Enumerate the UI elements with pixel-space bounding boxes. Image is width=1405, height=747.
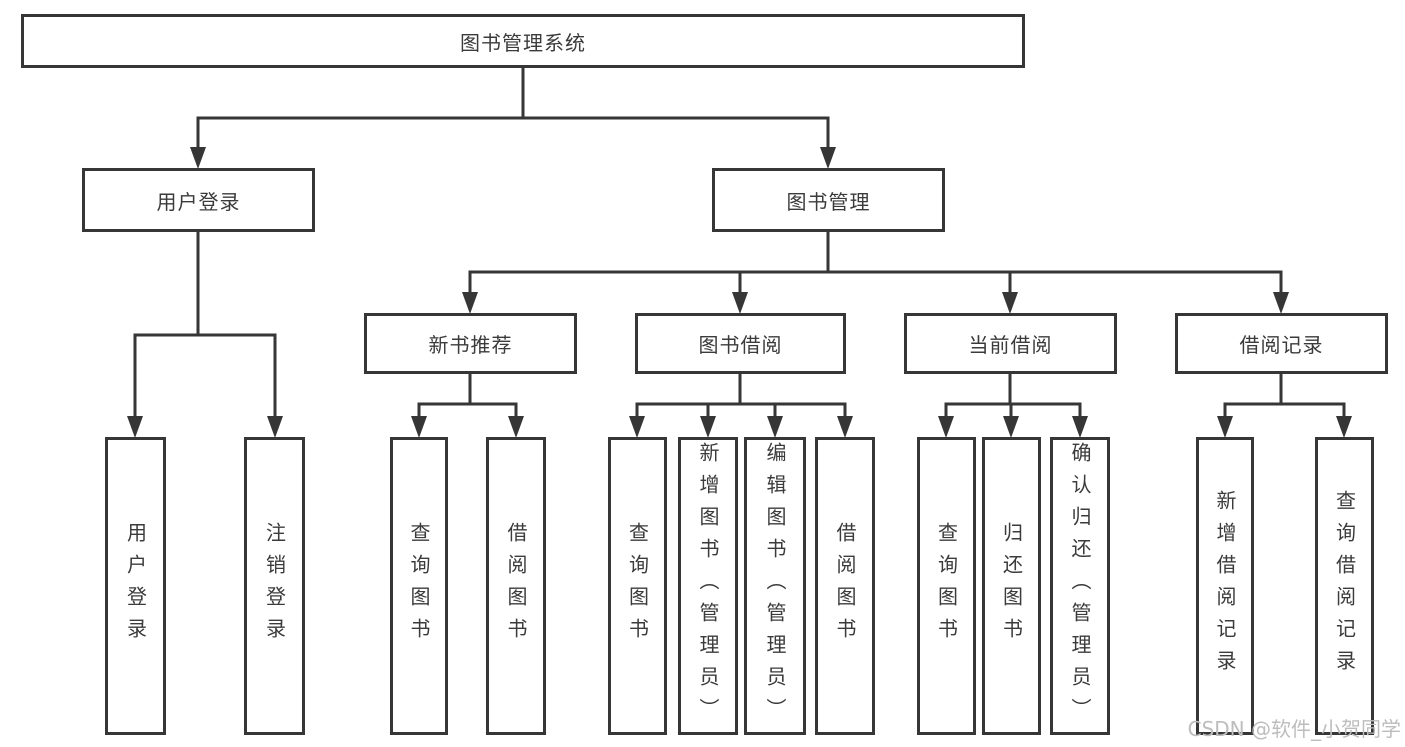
csdn-watermark: CSDN @软件_小贺同学 [1187, 717, 1401, 741]
leaf-current-query-books: 查询图书 [917, 437, 976, 735]
leaf-add-books-admin: 新增图书（管理员） [678, 437, 738, 735]
leaf-label: 新增借阅记录 [1213, 490, 1237, 682]
leaf-label: 确认归还（管理员） [1068, 442, 1092, 730]
node-current-borrowing: 当前借阅 [904, 313, 1117, 374]
leaf-borrowing-query-books: 查询图书 [608, 437, 667, 735]
leaf-edit-books-admin: 编辑图书（管理员） [744, 437, 806, 735]
leaf-label: 归还图书 [999, 522, 1024, 650]
leaf-add-borrow-record: 新增借阅记录 [1196, 437, 1254, 735]
node-label: 当前借阅 [968, 333, 1053, 357]
leaf-return-books: 归还图书 [982, 437, 1041, 735]
leaf-label: 查询借阅记录 [1332, 490, 1357, 682]
leaf-recommend-borrow-books: 借阅图书 [486, 437, 546, 735]
leaf-label: 查询图书 [625, 522, 650, 650]
node-label: 图书管理 [786, 189, 871, 214]
node-user-login: 用户登录 [82, 168, 315, 232]
leaf-label: 借阅图书 [833, 522, 857, 650]
node-label: 借阅记录 [1239, 333, 1324, 357]
leaf-recommend-query-books: 查询图书 [390, 437, 448, 735]
node-new-book-recommend: 新书推荐 [364, 313, 577, 374]
leaf-label: 借阅图书 [504, 522, 528, 650]
node-label: 用户登录 [156, 189, 241, 214]
leaf-label: 新增图书（管理员） [696, 442, 720, 730]
leaf-user-login: 用户登录 [105, 437, 166, 735]
node-borrow-records: 借阅记录 [1175, 313, 1388, 374]
leaf-borrowing-borrow-books: 借阅图书 [815, 437, 875, 735]
leaf-label: 注销登录 [262, 522, 287, 650]
leaf-label: 用户登录 [123, 522, 148, 650]
leaf-label: 查询图书 [407, 522, 431, 650]
node-label: 图书管理系统 [460, 30, 586, 55]
leaf-confirm-return-admin: 确认归还（管理员） [1050, 437, 1110, 735]
leaf-query-borrow-record: 查询借阅记录 [1315, 437, 1374, 735]
node-label: 新书推荐 [428, 333, 513, 357]
node-root-library-system: 图书管理系统 [21, 14, 1025, 68]
leaf-label: 查询图书 [934, 522, 959, 650]
node-book-borrowing: 图书借阅 [635, 313, 846, 374]
leaf-label: 编辑图书（管理员） [763, 442, 787, 730]
leaf-logout: 注销登录 [244, 437, 305, 735]
node-label: 图书借阅 [698, 333, 783, 357]
node-book-management: 图书管理 [712, 168, 945, 232]
